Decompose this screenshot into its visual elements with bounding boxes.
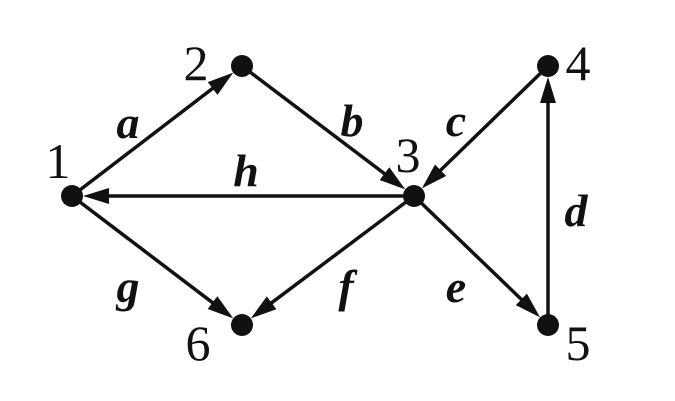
edge-e-label: e — [446, 261, 466, 312]
edge-c-line — [436, 64, 550, 175]
node-1-label: 1 — [46, 133, 71, 189]
edge-h-label: h — [233, 145, 259, 196]
edge-e-arrowhead — [515, 293, 541, 318]
edge-d-label: d — [565, 185, 589, 236]
node-1-dot — [61, 185, 83, 207]
edge-e-line — [412, 194, 526, 304]
node-4-label: 4 — [566, 35, 591, 91]
node-2-dot — [231, 55, 253, 77]
edge-b-label: b — [341, 95, 364, 146]
edge-d-arrowhead — [540, 77, 556, 103]
edge-e: e — [412, 194, 541, 318]
node-4: 4 — [537, 35, 591, 91]
edge-a: a — [70, 72, 234, 198]
edge-c: c — [421, 64, 550, 189]
node-6-dot — [231, 314, 253, 336]
edge-g: g — [70, 194, 234, 319]
node-3: 3 — [396, 127, 425, 207]
node-2: 2 — [184, 35, 253, 91]
edge-d: d — [540, 77, 589, 325]
edge-g-arrowhead — [207, 296, 234, 319]
edge-f-arrowhead — [250, 296, 277, 319]
edge-g-label: g — [116, 261, 140, 312]
edges-layer: a b c d e f g h — [70, 64, 589, 325]
edge-a-arrowhead — [207, 72, 234, 95]
node-5: 5 — [537, 314, 591, 371]
edge-c-label: c — [446, 95, 466, 146]
node-6-label: 6 — [186, 315, 211, 371]
node-5-dot — [537, 314, 559, 336]
edge-f-line — [267, 194, 416, 307]
nodes-layer: 1 2 3 4 5 6 — [46, 35, 591, 371]
edge-h: h — [83, 145, 414, 204]
edge-b-line — [240, 64, 389, 178]
node-3-label: 3 — [396, 127, 421, 183]
edge-h-arrowhead — [83, 188, 109, 204]
node-3-dot — [403, 185, 425, 207]
edge-a-line — [70, 84, 217, 198]
edge-f-label: f — [338, 261, 358, 312]
edge-a-label: a — [117, 97, 140, 148]
node-2-label: 2 — [184, 35, 209, 91]
node-4-dot — [537, 55, 559, 77]
node-5-label: 5 — [566, 315, 591, 371]
edge-g-line — [70, 194, 217, 307]
node-6: 6 — [186, 314, 253, 371]
edge-b-arrowhead — [379, 167, 406, 190]
edge-b: b — [240, 64, 406, 190]
edge-c-arrowhead — [421, 164, 447, 189]
edge-f: f — [250, 194, 416, 319]
node-1: 1 — [46, 133, 83, 207]
